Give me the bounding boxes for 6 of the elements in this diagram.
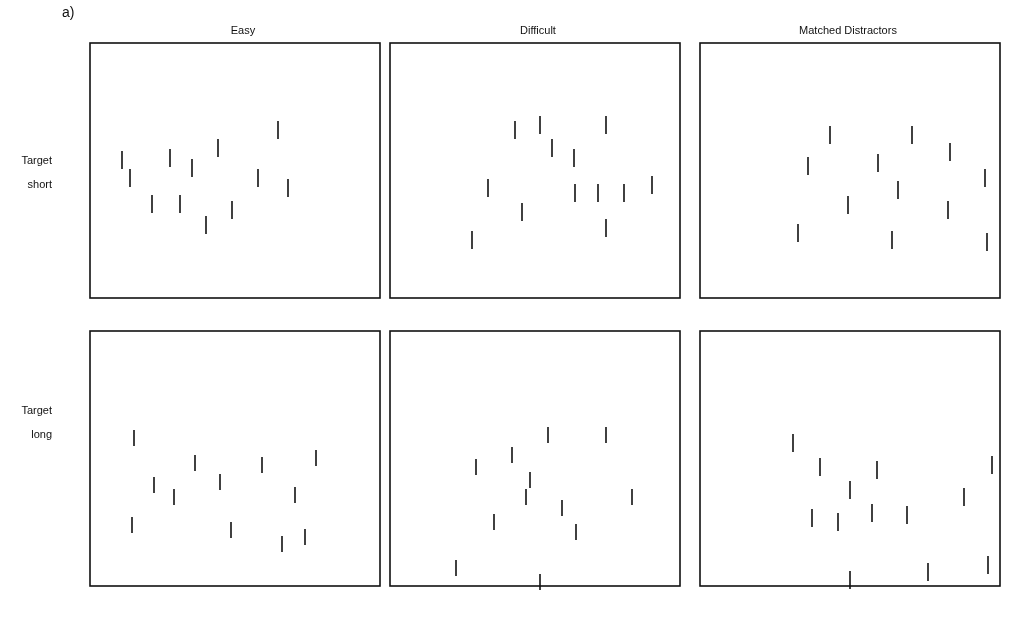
panel-label: a): [62, 3, 75, 22]
column-heading: Matched Distractors: [799, 23, 897, 38]
row-heading: Target long: [20, 403, 52, 442]
row-heading: Target short: [20, 153, 52, 192]
column-heading: Difficult: [520, 23, 556, 38]
column-heading: Easy: [230, 23, 256, 38]
